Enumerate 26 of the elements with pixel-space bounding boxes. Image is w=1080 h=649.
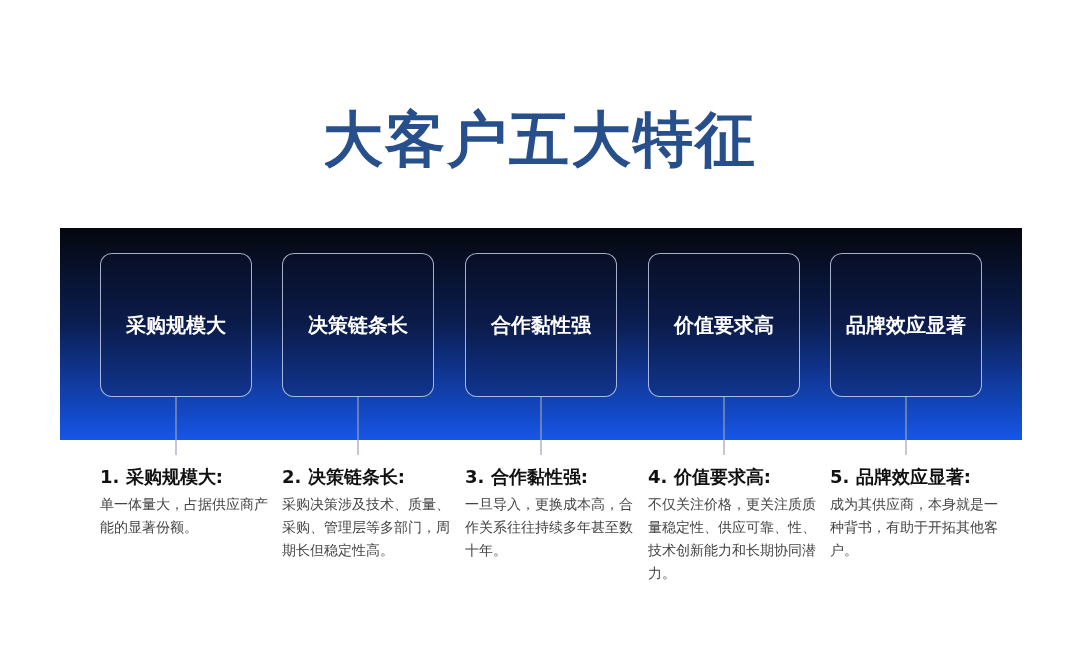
feature-box	[100, 253, 252, 397]
feature-label: 品牌效应显著	[846, 311, 966, 339]
feature-heading: 1. 采购规模大:	[100, 465, 224, 489]
feature-label: 决策链条长	[308, 311, 408, 339]
feature-heading: 2. 决策链条长:	[282, 465, 406, 489]
feature-description: 成为其供应商，本身就是一种背书，有助于开拓其他客户。	[830, 495, 999, 560]
feature-description: 单一体量大，占据供应商产能的显著份额。	[100, 495, 269, 537]
feature-heading: 5. 品牌效应显著:	[830, 465, 972, 489]
connector-line	[905, 396, 907, 456]
feature-label: 合作黏性强	[491, 311, 591, 339]
feature-box	[830, 253, 982, 397]
feature-label: 价值要求高	[674, 311, 774, 339]
connector-line	[540, 396, 542, 456]
connector-line	[175, 396, 177, 456]
feature-heading: 4. 价值要求高:	[648, 465, 772, 489]
feature-description: 一旦导入，更换成本高，合作关系往往持续多年甚至数十年。	[465, 495, 634, 560]
connector-line	[357, 396, 359, 456]
feature-box	[465, 253, 617, 397]
connector-line	[723, 396, 725, 456]
feature-description: 采购决策涉及技术、质量、采购、管理层等多部门，周期长但稳定性高。	[282, 495, 451, 560]
feature-box	[282, 253, 434, 397]
feature-heading: 3. 合作黏性强:	[465, 465, 589, 489]
feature-box	[648, 253, 800, 397]
feature-label: 采购规模大	[126, 311, 226, 339]
feature-description: 不仅关注价格，更关注质质量稳定性、供应可靠、性、技术创新能力和长期协同潜力。	[648, 495, 817, 583]
title: 大客户五大特征	[322, 103, 758, 176]
